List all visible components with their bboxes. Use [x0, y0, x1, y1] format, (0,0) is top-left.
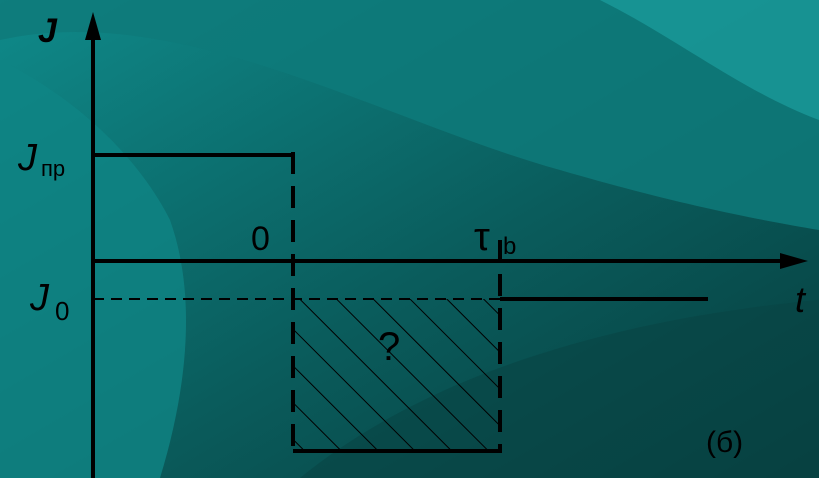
y-axis-label: J — [38, 12, 58, 50]
hatched-unknown-region — [293, 299, 500, 451]
unknown-question-mark: ? — [378, 325, 400, 369]
tau-label: τ — [474, 215, 490, 259]
y-axis-arrow — [85, 12, 101, 40]
background-wave-top — [0, 0, 819, 230]
j0-subscript: 0 — [55, 296, 69, 326]
x-axis-arrow — [780, 253, 808, 269]
origin-zero-label: 0 — [251, 220, 270, 258]
x-axis-label: t — [795, 279, 807, 320]
tau-subscript: b — [503, 233, 516, 260]
figure-tag: (б) — [706, 426, 743, 459]
background-wave-corner — [600, 0, 819, 120]
j-pr-subscript: пр — [41, 156, 65, 181]
j-pr-label: J — [17, 137, 38, 179]
j0-label: J — [29, 277, 50, 319]
